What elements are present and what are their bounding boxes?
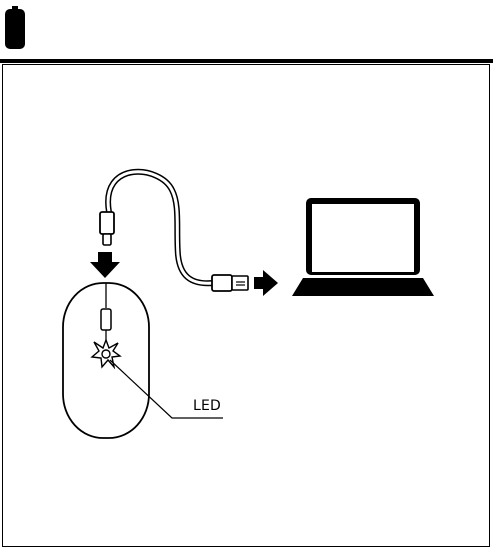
usb-cable-icon bbox=[99, 168, 249, 292]
led-label: LED bbox=[193, 398, 222, 414]
header-divider bbox=[0, 59, 493, 63]
scroll-wheel bbox=[100, 308, 112, 331]
arrow-right-icon bbox=[254, 270, 278, 296]
led-icon bbox=[90, 338, 122, 370]
diagram-panel bbox=[2, 64, 490, 547]
battery-icon bbox=[5, 6, 25, 49]
laptop-icon bbox=[292, 198, 434, 296]
led-leader-line bbox=[109, 359, 223, 419]
arrow-down-icon bbox=[90, 252, 120, 278]
